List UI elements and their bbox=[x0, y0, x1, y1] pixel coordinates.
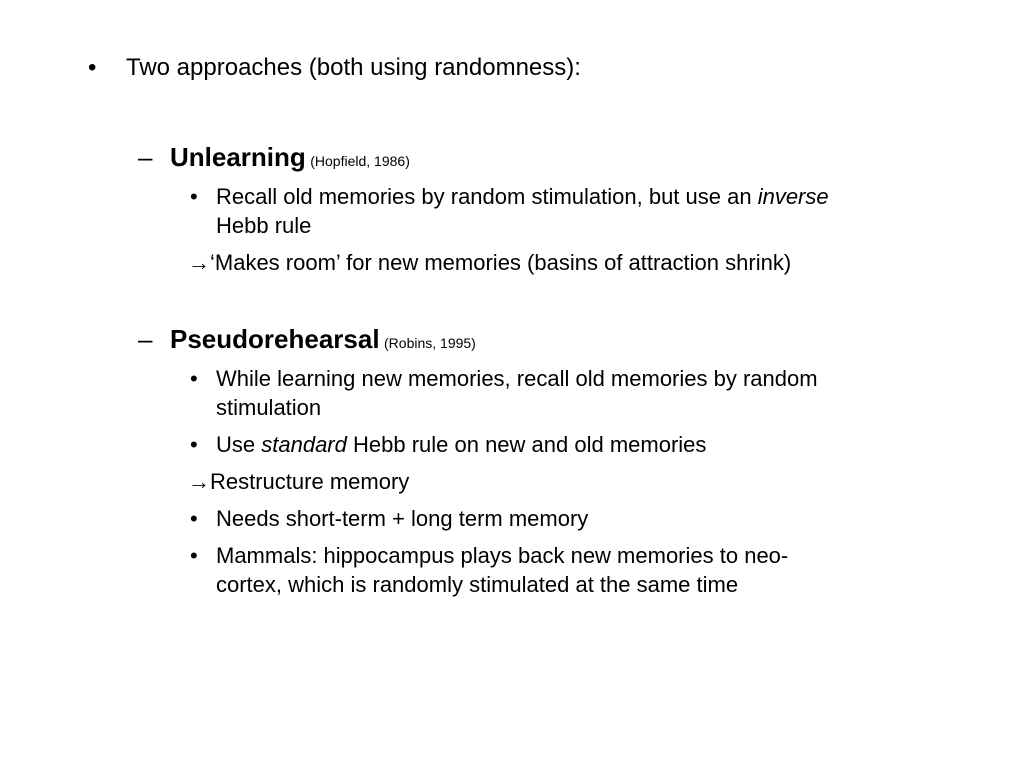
bullet-marker: • bbox=[190, 184, 198, 209]
section-heading-unlearning: Unlearning (Hopfield, 1986) bbox=[170, 142, 410, 173]
bullet-marker: • bbox=[190, 506, 198, 531]
list-item-short-long-term: Needs short-term + long term memory bbox=[216, 506, 589, 531]
list-item-restructure: Restructure memory bbox=[210, 469, 410, 494]
emphasis-text: inverse bbox=[757, 184, 829, 209]
main-bullet-text: Two approaches (both using randomness): bbox=[126, 54, 581, 81]
list-item-while-learning-line2: stimulation bbox=[216, 395, 322, 420]
section-title: Pseudorehearsal bbox=[170, 324, 380, 354]
list-item-mammals: Mammals: hippocampus plays back new memo… bbox=[216, 543, 789, 568]
bullet-marker: • bbox=[88, 54, 97, 81]
list-item-inverse-hebb: Recall old memories by random stimulatio… bbox=[216, 184, 829, 209]
section-dash-unlearning: – bbox=[138, 142, 153, 172]
arrow-marker: → bbox=[188, 469, 210, 494]
main-bullet: • bbox=[88, 54, 96, 82]
emphasis-text: standard bbox=[261, 432, 347, 457]
section-citation: (Hopfield, 1986) bbox=[310, 153, 410, 169]
list-item-makes-room: ‘Makes room’ for new memories (basins of… bbox=[210, 250, 792, 275]
section-citation: (Robins, 1995) bbox=[384, 335, 476, 351]
list-item-inverse-hebb-line2: Hebb rule bbox=[216, 213, 312, 238]
list-item-mammals-line2: cortex, which is randomly stimulated at … bbox=[216, 572, 739, 597]
bullet-marker: • bbox=[190, 543, 198, 568]
section-heading-pseudorehearsal: Pseudorehearsal (Robins, 1995) bbox=[170, 324, 476, 355]
arrow-marker: → bbox=[188, 250, 210, 275]
list-item-standard-hebb: Use standard Hebb rule on new and old me… bbox=[216, 432, 707, 457]
section-dash-pseudorehearsal: – bbox=[138, 324, 153, 354]
list-item-while-learning: While learning new memories, recall old … bbox=[216, 366, 818, 391]
bullet-marker: • bbox=[190, 366, 198, 391]
bullet-marker: • bbox=[190, 432, 198, 457]
section-title: Unlearning bbox=[170, 142, 306, 172]
